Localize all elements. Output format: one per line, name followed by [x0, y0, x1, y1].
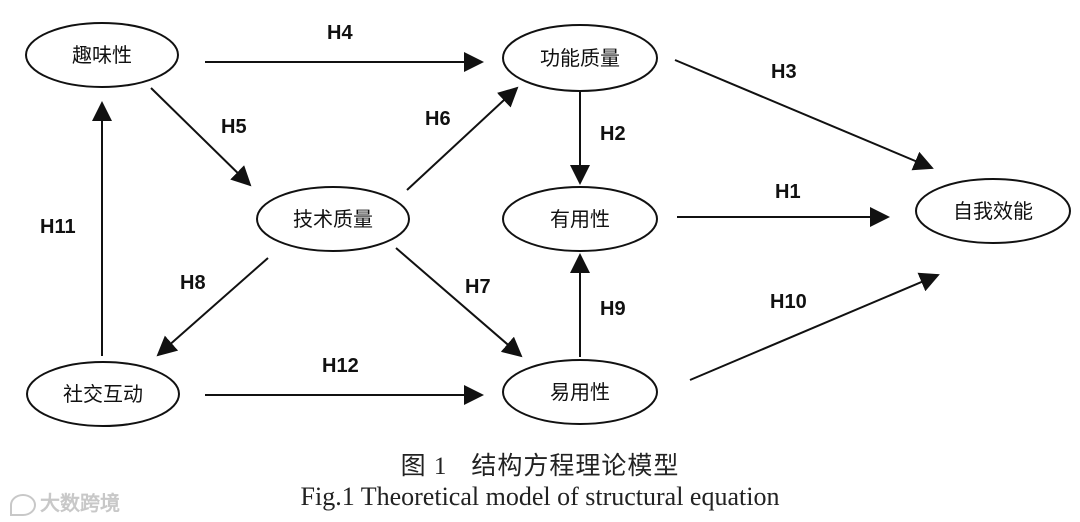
watermark-logo-icon	[10, 493, 36, 516]
node-label-usefulness: 有用性	[550, 207, 610, 231]
caption-chinese-title: 结构方程理论模型	[471, 453, 680, 480]
edge-label-h2: H2	[600, 123, 626, 145]
edge-h8-arrow	[156, 257, 269, 357]
node-label-technical-quality: 技术质量	[293, 207, 373, 231]
edge-label-h11: H11	[40, 216, 76, 238]
node-label-fun: 趣味性	[72, 43, 132, 67]
edge-label-h3: H3	[771, 61, 797, 83]
edge-label-h7: H7	[465, 276, 491, 298]
edge-h7-arrow	[395, 247, 523, 358]
watermark: 大数跨境	[10, 487, 120, 516]
edge-label-h5: H5	[221, 116, 247, 138]
edge-label-h10: H10	[770, 291, 807, 313]
node-label-self-efficacy: 自我效能	[953, 199, 1033, 223]
node-functional-quality: 功能质量	[502, 24, 658, 92]
edge-label-h9: H9	[600, 298, 626, 320]
edge-label-h1: H1	[775, 181, 801, 203]
node-usefulness: 有用性	[502, 186, 658, 252]
edge-h6-arrow	[406, 86, 519, 191]
node-label-functional-quality: 功能质量	[540, 46, 620, 70]
node-label-social-interaction: 社交互动	[63, 382, 143, 406]
edges	[92, 52, 940, 405]
edge-label-h4: H4	[327, 22, 353, 44]
node-fun: 趣味性	[25, 22, 179, 88]
edge-h5-arrow	[150, 87, 252, 187]
structural-model-diagram: H1 H2 H3 H4 H5 H6 H7 H8 H9 H10 H11 H12 趣…	[25, 22, 1071, 427]
edge-label-h8: H8	[180, 272, 206, 294]
node-technical-quality: 技术质量	[256, 186, 410, 252]
node-ease-of-use: 易用性	[502, 359, 658, 425]
edge-label-h6: H6	[425, 108, 451, 130]
edge-h3-arrow	[674, 59, 934, 171]
edge-h10-arrow	[689, 272, 940, 381]
caption-english: Fig.1 Theoretical model of structural eq…	[300, 482, 780, 511]
edge-label-h12: H12	[322, 355, 359, 377]
edge-labels: H1 H2 H3 H4 H5 H6 H7 H8 H9 H10 H11 H12	[40, 22, 807, 377]
node-label-ease-of-use: 易用性	[550, 380, 610, 404]
node-self-efficacy: 自我效能	[915, 178, 1071, 244]
node-social-interaction: 社交互动	[26, 361, 180, 427]
caption-chinese: 图 1 结构方程理论模型	[0, 446, 1080, 482]
watermark-text: 大数跨境	[40, 491, 120, 515]
caption-figure-number: 图 1	[400, 453, 448, 480]
nodes: 趣味性 功能质量 技术质量 有用性 自我效能 社交互动 易用性	[25, 22, 1071, 427]
